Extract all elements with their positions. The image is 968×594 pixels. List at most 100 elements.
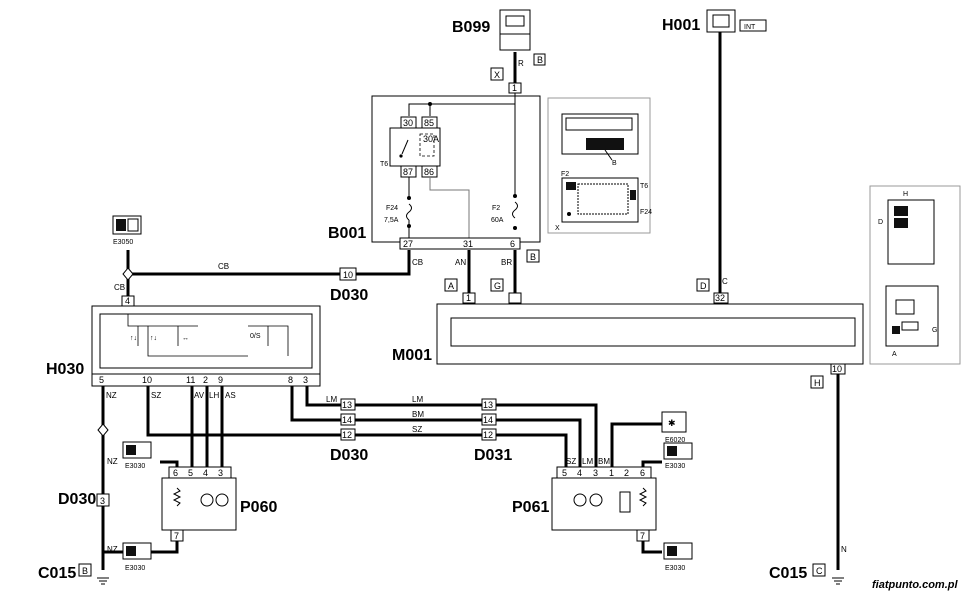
svg-text:85: 85 (424, 118, 434, 128)
svg-text:30A: 30A (423, 134, 439, 144)
d030-left-label: D030 (58, 491, 96, 508)
svg-text:E3030: E3030 (665, 463, 685, 470)
svg-text:G: G (494, 281, 501, 291)
svg-text:0/S: 0/S (250, 333, 261, 340)
svg-text:CB: CB (412, 258, 423, 267)
svg-text:E6020: E6020 (665, 437, 685, 444)
watermark: fiatpunto.com.pl (872, 579, 958, 591)
p061-label: P061 (512, 499, 549, 516)
svg-text:2: 2 (203, 375, 208, 385)
svg-text:F2: F2 (492, 205, 500, 212)
e3030-refs: E3030 E3030 E3030 E3030 (122, 441, 693, 572)
svg-text:C: C (722, 277, 728, 286)
svg-text:14: 14 (483, 415, 493, 425)
svg-text:1: 1 (466, 293, 471, 303)
svg-text:CB: CB (218, 262, 229, 271)
svg-text:4: 4 (577, 468, 582, 478)
svg-text:D: D (878, 219, 883, 226)
svg-text:AS: AS (225, 391, 236, 400)
svg-text:3: 3 (593, 468, 598, 478)
svg-text:H: H (903, 191, 908, 198)
svg-text:32: 32 (715, 293, 725, 303)
svg-text:13: 13 (483, 400, 493, 410)
svg-text:10: 10 (832, 364, 842, 374)
svg-text:N: N (841, 545, 847, 554)
svg-text:10: 10 (142, 375, 152, 385)
svg-text:H: H (814, 378, 821, 388)
m001-inset: H D G A (869, 185, 961, 365)
svg-text:LM: LM (412, 395, 423, 404)
svg-text:INT: INT (744, 24, 756, 31)
svg-text:T6: T6 (380, 161, 388, 168)
svg-text:NZ: NZ (107, 545, 118, 554)
svg-text:CB: CB (114, 283, 125, 292)
svg-text:1: 1 (609, 468, 614, 478)
svg-text:R: R (518, 59, 524, 68)
svg-text:12: 12 (342, 430, 352, 440)
svg-text:7,5A: 7,5A (384, 217, 399, 224)
svg-text:F24: F24 (640, 209, 652, 216)
svg-text:12: 12 (483, 430, 493, 440)
svg-text:7: 7 (174, 531, 179, 541)
svg-text:5: 5 (562, 468, 567, 478)
svg-text:NZ: NZ (106, 391, 117, 400)
svg-text:E3030: E3030 (125, 463, 145, 470)
svg-text:E3030: E3030 (665, 565, 685, 572)
b001-label: B001 (328, 225, 366, 242)
svg-text:BR: BR (501, 258, 512, 267)
h030-switch: ↑↓ ↑↓ ↔ 0/S 5 10 11 2 9 8 3 H030 NZ SZ A… (46, 305, 321, 400)
ground-left: NZ D030 3 NZ C015 B (38, 457, 118, 582)
p061-mirror: 5 4 3 1 2 6 7 P061 SZ LM BM (512, 457, 657, 542)
svg-text:B: B (82, 566, 88, 576)
p060-label: P060 (240, 499, 277, 516)
svg-text:C: C (816, 566, 823, 576)
svg-text:SZ: SZ (151, 391, 161, 400)
svg-text:B: B (537, 55, 543, 65)
svg-text:8: 8 (288, 375, 293, 385)
svg-text:6: 6 (510, 239, 515, 249)
d030-top-label: D030 (330, 287, 368, 304)
svg-text:3: 3 (303, 375, 308, 385)
svg-text:LM: LM (326, 395, 337, 404)
m001-module: M001 A G D 1 32 10 H (392, 278, 864, 389)
h030-label: H030 (46, 361, 84, 378)
svg-text:2: 2 (624, 468, 629, 478)
svg-text:BM: BM (598, 457, 610, 466)
svg-text:4: 4 (203, 468, 208, 478)
svg-text:3: 3 (218, 468, 223, 478)
svg-text:60A: 60A (491, 217, 504, 224)
svg-text:X: X (555, 225, 560, 232)
svg-text:F2: F2 (561, 171, 569, 178)
svg-text:D: D (700, 281, 707, 291)
svg-text:87: 87 (403, 167, 413, 177)
svg-text:30: 30 (403, 118, 413, 128)
svg-text:AN: AN (455, 258, 466, 267)
svg-text:AV: AV (194, 391, 205, 400)
d031-connector: 13 14 12 LM BM SZ D031 (412, 395, 512, 464)
svg-text:3: 3 (100, 496, 105, 506)
svg-text:B: B (612, 160, 617, 167)
svg-text:NZ: NZ (107, 457, 118, 466)
c015-right-label: C015 (769, 565, 807, 582)
svg-text:A: A (892, 351, 897, 358)
svg-text:X: X (494, 70, 500, 80)
svg-text:6: 6 (173, 468, 178, 478)
svg-text:31: 31 (463, 239, 473, 249)
h001-label: H001 (662, 17, 700, 34)
svg-text:1: 1 (512, 83, 517, 93)
svg-text:LM: LM (582, 457, 593, 466)
svg-text:A: A (448, 281, 454, 291)
svg-text:6: 6 (640, 468, 645, 478)
c015-left-label: C015 (38, 565, 76, 582)
svg-text:5: 5 (188, 468, 193, 478)
d030-connector-mid: 13 14 12 LM D030 (326, 395, 368, 464)
svg-text:BM: BM (412, 410, 424, 419)
svg-text:11: 11 (186, 375, 195, 385)
svg-text:7: 7 (640, 531, 645, 541)
svg-text:13: 13 (342, 400, 352, 410)
svg-text:SZ: SZ (412, 425, 422, 434)
d030-mid-label: D030 (330, 447, 368, 464)
m001-label: M001 (392, 347, 432, 364)
b099-label: B099 (452, 19, 490, 36)
